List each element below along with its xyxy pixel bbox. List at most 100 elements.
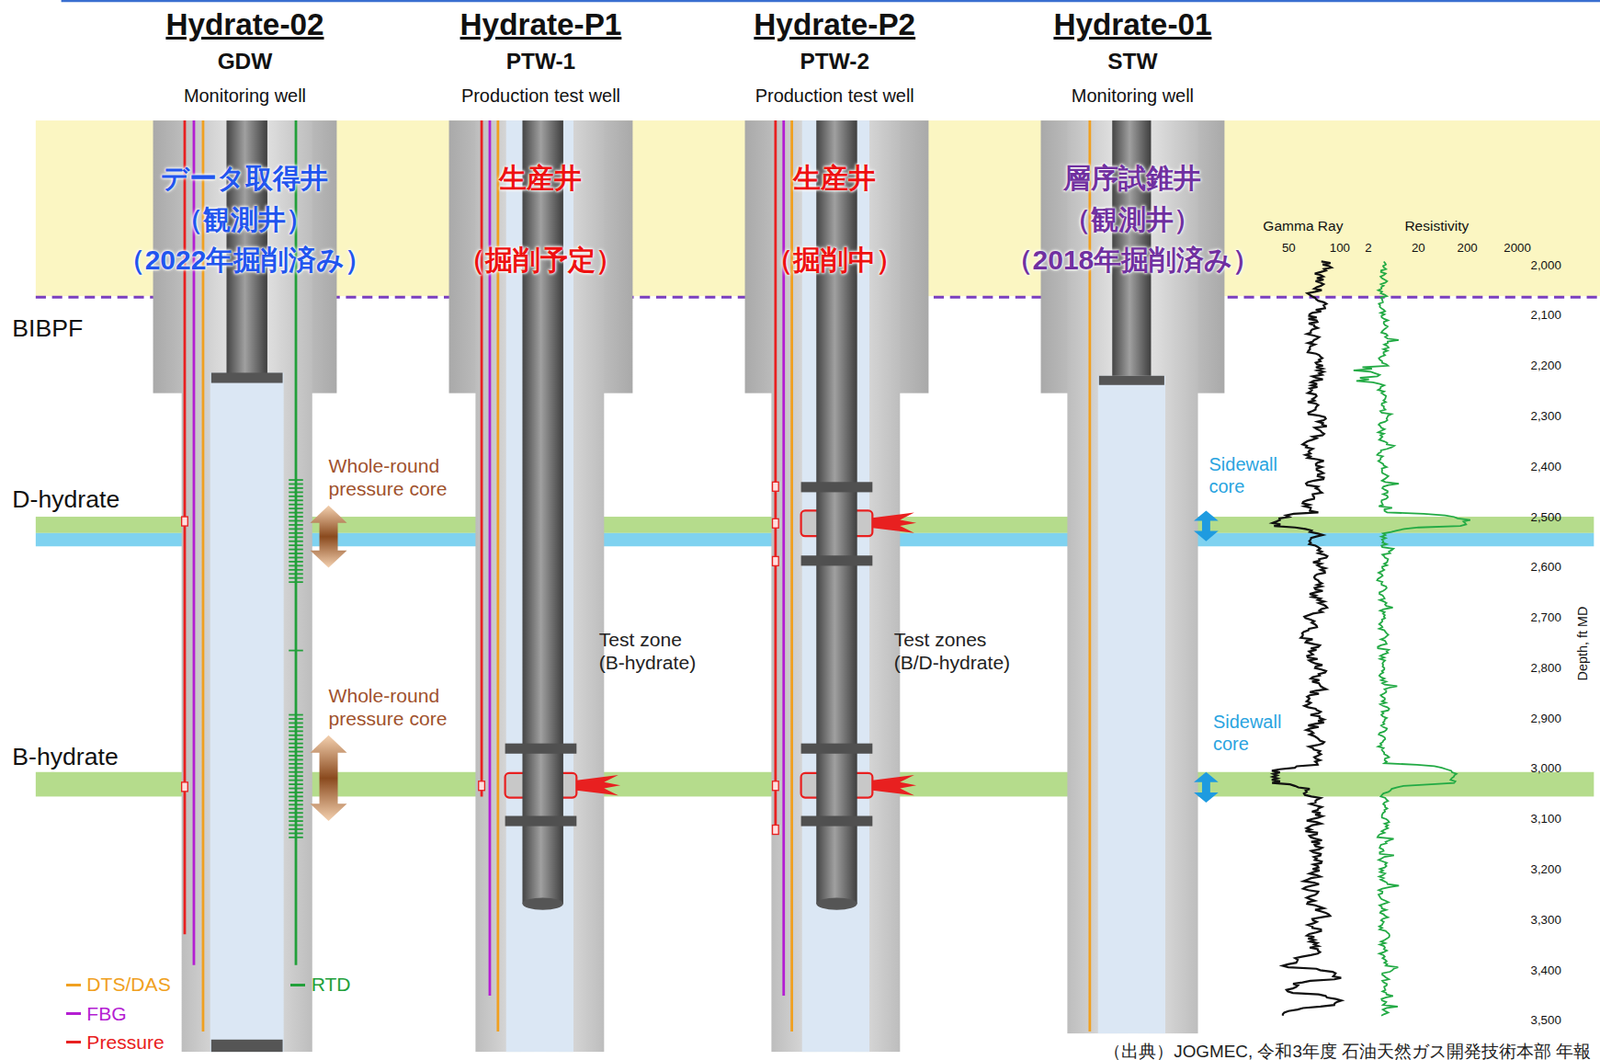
rtd-sensor: [288, 503, 304, 506]
rtd-sensor: [288, 483, 304, 486]
depth-value: 2,800: [1530, 660, 1561, 676]
core-label: Sidewall core: [1211, 711, 1299, 756]
production-well: [745, 120, 930, 1052]
rtd-sensor: [288, 511, 304, 514]
gamma-ray-curve: [1271, 260, 1342, 1015]
well-header: Hydrate-P1PTW-1Production test well生産井（掘…: [372, 0, 709, 291]
layer-label: BIBPF: [11, 314, 83, 344]
rtd-sensor: [288, 791, 304, 794]
axis-title: Depth, ft MD: [1576, 605, 1592, 681]
depth-value: 2,000: [1530, 258, 1561, 273]
rtd-sensor: [288, 572, 304, 575]
rtd-sensor: [288, 499, 304, 501]
rtd-sensor: [288, 737, 304, 740]
rtd-sensor: [288, 816, 304, 818]
production-well: [801, 743, 874, 754]
rtd-sensor: [288, 515, 304, 518]
rtd-sensor: [288, 782, 304, 785]
zone-label: Whole-round pressure core: [329, 683, 458, 731]
production-well: [801, 555, 874, 566]
production-well: [521, 896, 563, 909]
rtd-sensor: [288, 762, 304, 765]
depth-value: 3,200: [1530, 862, 1561, 877]
rtd-sensor: [288, 742, 304, 745]
scale-value: 2: [1364, 240, 1372, 256]
rtd-sensor: [288, 750, 304, 753]
depth-value: 2,200: [1530, 358, 1561, 374]
rtd-sensor: [288, 487, 304, 489]
well-name: Hydrate-02: [165, 6, 324, 44]
production-well: [505, 816, 578, 827]
well-note: （2018年掘削済み）: [1005, 243, 1261, 277]
scale-value: 2000: [1503, 240, 1532, 256]
rtd-sensor: [288, 734, 304, 737]
depth-value: 2,300: [1530, 408, 1561, 424]
well-type: Production test well: [755, 85, 915, 108]
rtd-sensor: [288, 836, 304, 839]
production-well: [772, 781, 780, 791]
rtd-sensor: [288, 771, 304, 773]
rtd-sensor: [288, 746, 304, 749]
rtd-sensor: [288, 528, 304, 531]
production-well: [772, 556, 780, 566]
well-header: Hydrate-02GDWMonitoring wellデータ取得井（観測井）（…: [76, 0, 413, 291]
depth-value: 3,300: [1530, 912, 1561, 928]
production-well: [505, 743, 578, 754]
legend-entry: FBG: [66, 1002, 127, 1025]
monitoring-well: [211, 372, 284, 383]
rtd-sensor: [288, 580, 304, 583]
depth-value: 2,700: [1530, 610, 1561, 625]
depth-value: 3,500: [1530, 1012, 1561, 1028]
production-well: [801, 481, 874, 492]
legend-label: RTD: [311, 973, 352, 996]
pressure-core-arrow: [310, 505, 348, 568]
top-rule: [61, 0, 1600, 2]
production-well: [772, 518, 780, 528]
rtd-sensor: [288, 714, 304, 716]
monitoring-well: [1099, 375, 1165, 386]
well-note: データ取得井: [160, 161, 329, 195]
well-note: 生産井: [793, 161, 876, 195]
rtd-sensor: [288, 807, 304, 810]
well-header: Hydrate-P2PTW-2Production test well生産井（掘…: [666, 0, 1003, 291]
rtd-sensor: [288, 507, 304, 510]
resistivity-curve: [1353, 260, 1471, 1015]
rtd-sensor: [288, 548, 304, 551]
rtd-sensor: [288, 540, 304, 543]
rtd-sensor: [288, 491, 304, 494]
production-well: [449, 120, 634, 1052]
depth-value: 2,600: [1530, 559, 1561, 575]
scale-value: 50: [1282, 240, 1296, 256]
monitoring-well: [181, 516, 189, 526]
rtd-sensor: [288, 649, 304, 652]
depth-value: 2,100: [1530, 307, 1561, 323]
well-type: Monitoring well: [183, 85, 307, 108]
depth-value: 2,900: [1530, 711, 1561, 727]
depth-value: 2,500: [1530, 510, 1561, 525]
rtd-sensor: [288, 495, 304, 498]
production-well: [478, 781, 486, 791]
well-note: （掘削予定）: [457, 243, 624, 277]
monitoring-well: [211, 1039, 284, 1052]
core-label: Sidewall core: [1207, 453, 1295, 499]
zone-label: Test zone (B-hydrate): [599, 627, 705, 675]
depth-value: 3,000: [1530, 760, 1561, 776]
production-well: [816, 120, 857, 904]
production-well: [576, 774, 621, 795]
well-note: （2022年掘削済み）: [117, 243, 374, 277]
legend-label: DTS/DAS: [86, 973, 171, 996]
rtd-sensor: [288, 722, 304, 725]
production-well: [772, 481, 780, 491]
well-name: Hydrate-P2: [753, 6, 916, 44]
scale-value: 100: [1329, 240, 1351, 256]
legend-entry: Pressure: [66, 1031, 165, 1054]
well-code: PTW-2: [800, 47, 870, 75]
log-title: Resistivity: [1404, 217, 1469, 236]
layer-label: D-hydrate: [11, 485, 120, 515]
rtd-sensor: [288, 795, 304, 798]
rtd-sensor: [288, 726, 304, 728]
rtd-sensor: [288, 552, 304, 555]
production-well: [521, 120, 563, 904]
